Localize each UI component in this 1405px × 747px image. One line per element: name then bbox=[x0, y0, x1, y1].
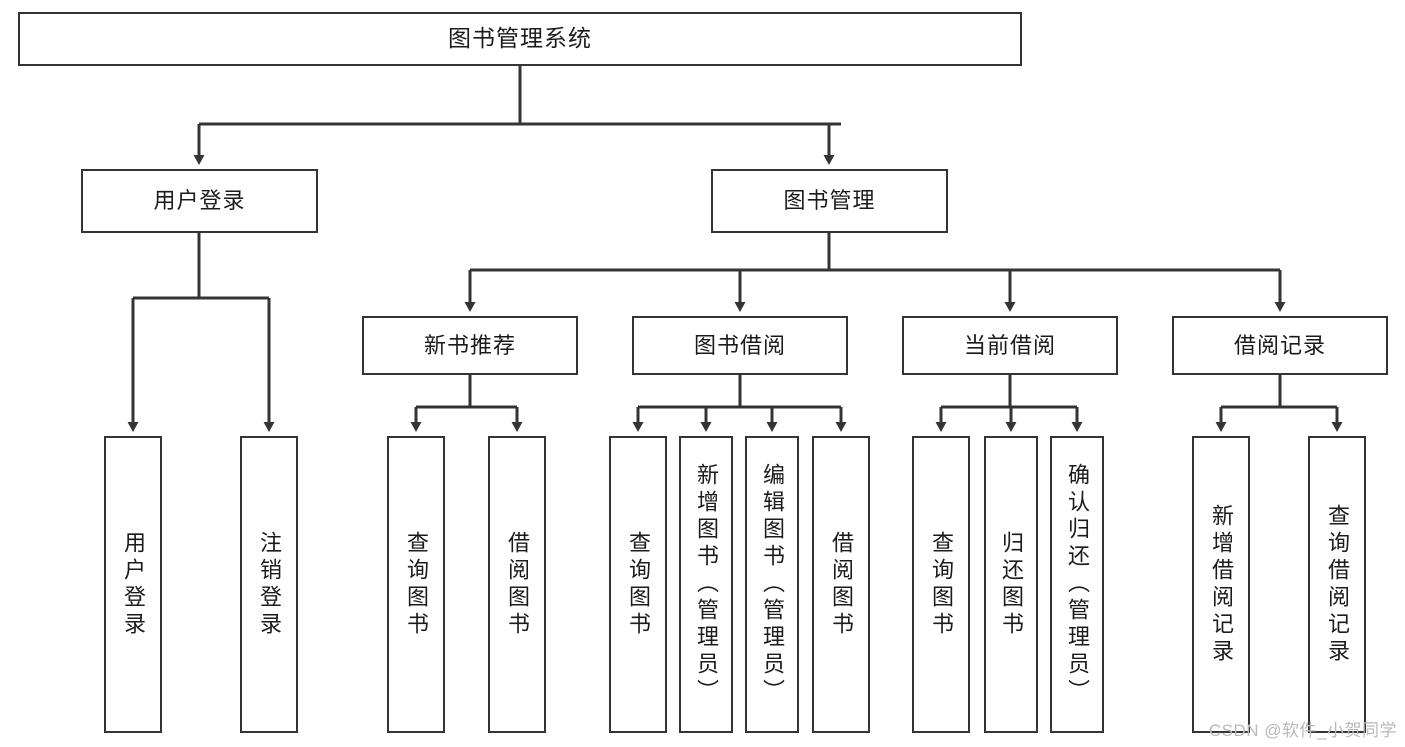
leaf-record-add-borrow-record[interactable]: 新增借阅记录 bbox=[1192, 436, 1250, 733]
leaf-current-return-book[interactable]: 归还图书 bbox=[984, 436, 1038, 733]
leaf-record-query-borrow-record[interactable]: 查询借阅记录 bbox=[1308, 436, 1366, 733]
leaf-recommend-query-book[interactable]: 查询图书 bbox=[387, 436, 445, 733]
node-root[interactable]: 图书管理系统 bbox=[18, 12, 1022, 66]
node-book-borrow[interactable]: 图书借阅 bbox=[632, 316, 848, 375]
leaf-user-login[interactable]: 用户登录 bbox=[104, 436, 162, 733]
leaf-user-logout[interactable]: 注销登录 bbox=[240, 436, 298, 733]
node-current-borrow[interactable]: 当前借阅 bbox=[902, 316, 1118, 375]
node-book-manage[interactable]: 图书管理 bbox=[711, 169, 948, 233]
leaf-borrow-add-book-admin[interactable]: 新增图书（管理员） bbox=[679, 436, 733, 733]
leaf-borrow-borrow-book[interactable]: 借阅图书 bbox=[812, 436, 870, 733]
node-user-login[interactable]: 用户登录 bbox=[81, 169, 318, 233]
leaf-current-confirm-return-admin[interactable]: 确认归还（管理员） bbox=[1050, 436, 1104, 733]
node-new-book-recommend[interactable]: 新书推荐 bbox=[362, 316, 578, 375]
node-borrow-record[interactable]: 借阅记录 bbox=[1172, 316, 1388, 375]
leaf-current-query-book[interactable]: 查询图书 bbox=[912, 436, 970, 733]
leaf-borrow-edit-book-admin[interactable]: 编辑图书（管理员） bbox=[745, 436, 799, 733]
leaf-borrow-query-book[interactable]: 查询图书 bbox=[609, 436, 667, 733]
leaf-recommend-borrow-book[interactable]: 借阅图书 bbox=[488, 436, 546, 733]
